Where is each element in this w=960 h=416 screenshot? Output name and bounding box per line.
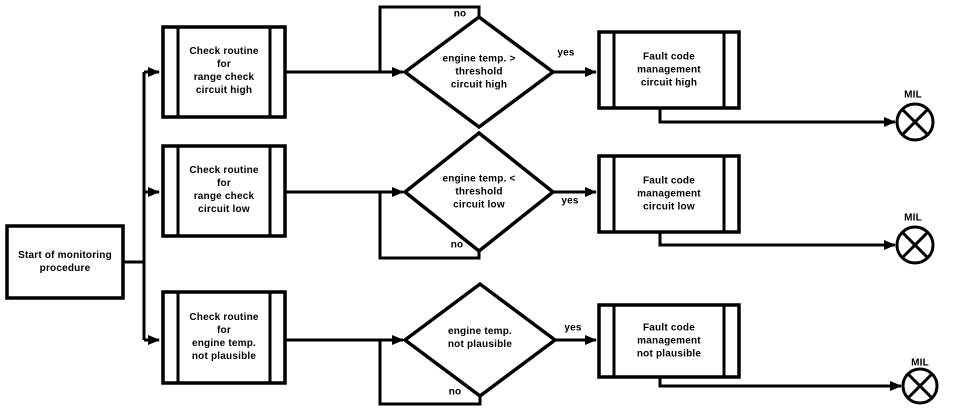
decision-diamond-1 [402, 14, 556, 130]
check-box-3 [161, 290, 287, 385]
decision-label-3: engine temp. not plausible [447, 326, 513, 350]
no-loop-2 [378, 192, 481, 260]
check-box-3-side-bars [176, 292, 272, 383]
start-label: Start of monitoring procedure [18, 250, 112, 274]
start-box [5, 224, 125, 300]
branch-1-shapes [161, 14, 935, 142]
check-label-2: Check routine for range check circuit lo… [189, 165, 259, 215]
mil-label-2: MIL [904, 212, 922, 224]
mil-lamp-1-icon [895, 102, 935, 142]
branch-3-connectors [285, 335, 902, 406]
decision-label-2: engine temp. < threshold circuit low [442, 173, 516, 211]
arrow-fault-to-mil-3 [658, 377, 902, 391]
check-box-2 [161, 144, 287, 238]
check-box-1-side-bars [176, 27, 272, 117]
start-connectors [123, 67, 160, 345]
check-label-3: Check routine for engine temp. not plaus… [189, 312, 259, 362]
decision-diamond-3 [402, 281, 558, 399]
yes-label-1: yes [557, 47, 575, 59]
mil-lamp-2-icon [895, 225, 935, 265]
fault-box-2 [597, 154, 741, 234]
decision-diamond-2 [402, 130, 556, 254]
fault-box-3 [597, 303, 741, 379]
no-loop-3 [378, 340, 482, 406]
yes-label-3: yes [564, 322, 582, 334]
fault-label-3: Fault code management not plausible [636, 322, 702, 360]
arrow-fault-to-mil-2 [658, 232, 896, 250]
fault-box-3-side-bars [612, 305, 726, 377]
mil-label-3: MIL [911, 357, 929, 369]
no-label-1: no [453, 8, 467, 20]
arrow-fault-to-mil-1 [658, 108, 896, 127]
mil-lamp-3-icon [901, 367, 939, 405]
branch-2-connectors [285, 187, 896, 260]
fault-box-1 [597, 30, 741, 110]
decision-label-1: engine temp. > threshold circuit high [442, 53, 516, 91]
start-node [5, 224, 125, 300]
no-label-3: no [448, 386, 462, 398]
yes-label-2: yes [561, 195, 579, 207]
check-box-2-side-bars [176, 146, 272, 236]
check-box-1 [161, 25, 287, 119]
branch-2-shapes [161, 130, 935, 265]
fault-box-1-side-bars [612, 32, 726, 108]
no-label-2: no [450, 239, 464, 251]
mil-label-1: MIL [904, 89, 922, 101]
check-label-1: Check routine for range check circuit hi… [189, 46, 259, 96]
fault-box-2-side-bars [612, 156, 726, 232]
no-loop-1 [378, 5, 481, 72]
branch-1-connectors [285, 5, 896, 127]
branch-3-shapes [161, 281, 939, 405]
fault-label-2: Fault code management circuit low [637, 175, 701, 213]
fault-label-1: Fault code management circuit high [637, 51, 701, 89]
